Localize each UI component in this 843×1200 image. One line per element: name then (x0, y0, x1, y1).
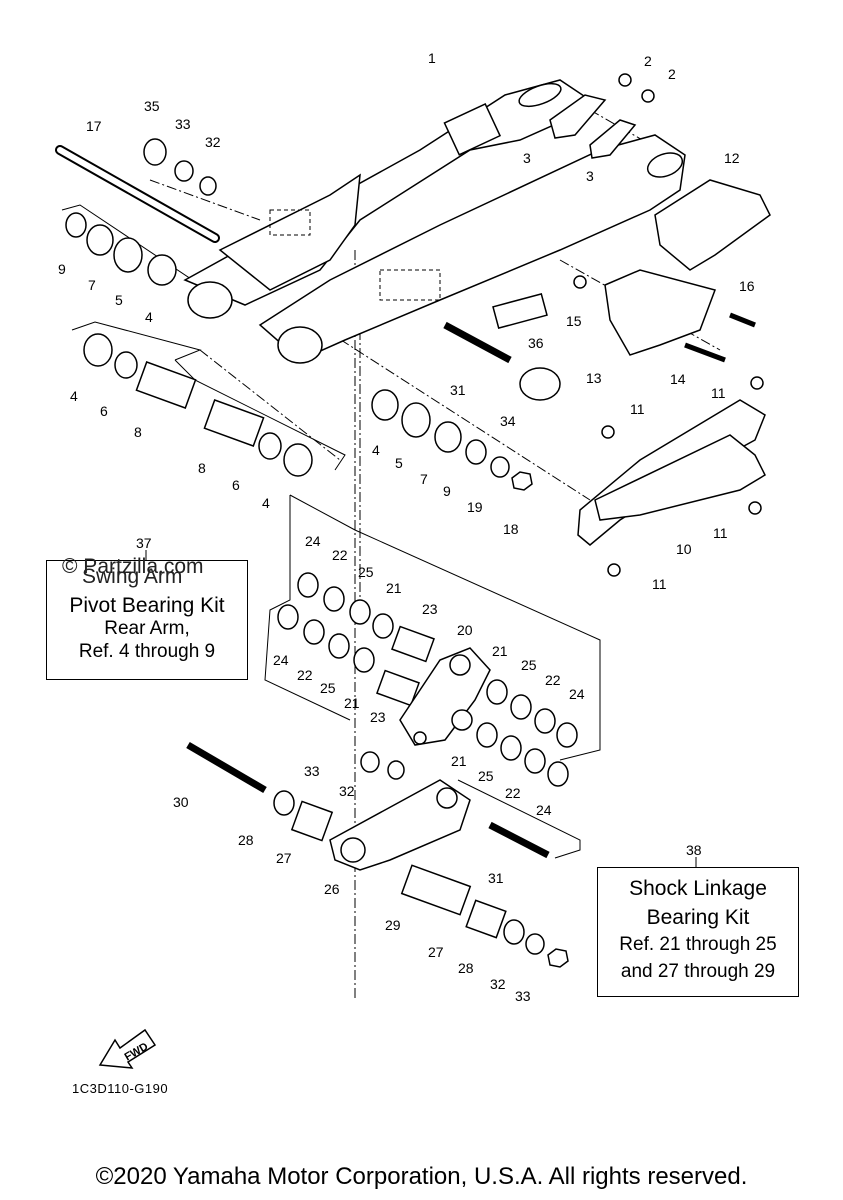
kit-37-title-2: Rear Arm, (104, 618, 190, 640)
partzilla-watermark: © Partzilla.com Swing Arm (62, 555, 204, 588)
kit-37-ref-range: Ref. 4 through 9 (78, 640, 216, 662)
callout-25d: 25 (478, 768, 494, 784)
callout-11b: 11 (630, 401, 645, 417)
copyright-footer: ©2020 Yamaha Motor Corporation, U.S.A. A… (95, 1163, 748, 1190)
callout-27b: 27 (428, 944, 444, 960)
callout-16: 16 (739, 278, 755, 294)
kit-37-ref-number: 37 (136, 535, 152, 551)
callout-10: 10 (676, 541, 692, 557)
callout-21a: 21 (386, 580, 402, 596)
diagram-code: 1C3D110-G190 (72, 1081, 169, 1096)
callout-30: 30 (173, 794, 189, 810)
callout-6a: 6 (100, 403, 108, 419)
callout-33c: 33 (515, 988, 531, 1004)
callout-8a: 8 (134, 424, 142, 440)
watermark-text: © Partzilla.com (62, 555, 204, 578)
callout-24b: 24 (273, 652, 289, 668)
fwd-arrow-icon: FWD (98, 1028, 157, 1069)
callout-25a: 25 (358, 564, 374, 580)
callout-2a: 2 (644, 53, 652, 69)
shock-linkage-bearing-kit-box: Shock Linkage Bearing Kit Ref. 21 throug… (597, 867, 799, 997)
callout-19: 19 (467, 499, 483, 515)
callout-6b: 6 (232, 477, 240, 493)
callout-9a: 9 (58, 261, 66, 277)
callout-4d: 4 (372, 442, 380, 458)
chain-puller-parts (549, 73, 655, 159)
callout-1: 1 (428, 50, 436, 66)
callout-8b: 8 (198, 460, 206, 476)
callout-11a: 11 (711, 385, 726, 401)
callout-22d: 22 (505, 785, 521, 801)
callout-28b: 28 (458, 960, 474, 976)
callout-7a: 7 (88, 277, 96, 293)
kit-37-title-overlap: Swing Arm (82, 565, 183, 588)
callout-33b: 33 (304, 763, 320, 779)
kit-37-title-1: Pivot Bearing Kit (69, 594, 225, 617)
callout-35: 35 (144, 98, 160, 114)
callout-31b: 31 (488, 870, 504, 886)
pivot-shaft (55, 145, 220, 243)
pivot-bearing-set-lower (83, 333, 533, 491)
callout-20: 20 (457, 622, 473, 638)
connecting-rod-set (186, 741, 569, 968)
callout-21b: 21 (344, 695, 360, 711)
callout-12: 12 (724, 150, 740, 166)
callout-18: 18 (503, 521, 519, 537)
pivot-bearing-set-upper (65, 138, 217, 286)
callout-3a: 3 (523, 150, 531, 166)
kit-38-title-2: Bearing Kit (646, 906, 750, 930)
callout-2b: 2 (668, 66, 676, 82)
callout-3b: 3 (586, 168, 594, 184)
callout-32c: 32 (490, 976, 506, 992)
swing-arm (183, 79, 686, 364)
callout-4a: 4 (145, 309, 153, 325)
callout-11d: 11 (652, 576, 667, 592)
callout-21c: 21 (492, 643, 508, 659)
callout-21d: 21 (451, 753, 467, 769)
callout-34: 34 (500, 413, 516, 429)
callout-33a: 33 (175, 116, 191, 132)
kit-38-ref-range-1: Ref. 21 through 25 (619, 934, 777, 956)
callout-24d: 24 (536, 802, 552, 818)
callout-23a: 23 (422, 601, 438, 617)
chain-guide (573, 179, 771, 363)
callout-13: 13 (586, 370, 602, 386)
callout-9b: 9 (443, 483, 451, 499)
kit-38-ref-range-2: and 27 through 29 (620, 961, 776, 983)
relay-arm (399, 647, 491, 746)
callout-36: 36 (528, 335, 544, 351)
linkage-bearing-set (277, 572, 578, 787)
kit-38-ref-number: 38 (686, 842, 702, 858)
callout-25b: 25 (320, 680, 336, 696)
callout-22b: 22 (297, 667, 313, 683)
callout-22c: 22 (545, 672, 561, 688)
callout-labels: 1 2 2 3 3 35 33 32 17 12 9 7 5 4 16 15 3… (58, 50, 755, 1004)
pivot-bolt-cap (443, 292, 561, 401)
callout-29: 29 (385, 917, 401, 933)
callout-5b: 5 (395, 455, 403, 471)
callout-7b: 7 (420, 471, 428, 487)
callout-32a: 32 (205, 134, 221, 150)
callout-14: 14 (670, 371, 686, 387)
callout-4b: 4 (70, 388, 78, 404)
callout-26: 26 (324, 881, 340, 897)
callout-11c: 11 (713, 525, 728, 541)
kit-38-title-1: Shock Linkage (629, 877, 767, 900)
callout-28a: 28 (238, 832, 254, 848)
swing-arm-bearing-kit-box: Pivot Bearing Kit Rear Arm, Ref. 4 throu… (46, 560, 248, 680)
callout-24a: 24 (305, 533, 321, 549)
callout-25c: 25 (521, 657, 537, 673)
callout-24c: 24 (569, 686, 585, 702)
callout-31a: 31 (450, 382, 466, 398)
callout-23b: 23 (370, 709, 386, 725)
callout-4c: 4 (262, 495, 270, 511)
callout-5a: 5 (115, 292, 123, 308)
callout-17: 17 (86, 118, 102, 134)
callout-32b: 32 (339, 783, 355, 799)
callout-15: 15 (566, 313, 582, 329)
chain-slider (577, 376, 766, 577)
callout-27a: 27 (276, 850, 292, 866)
callout-22a: 22 (332, 547, 348, 563)
